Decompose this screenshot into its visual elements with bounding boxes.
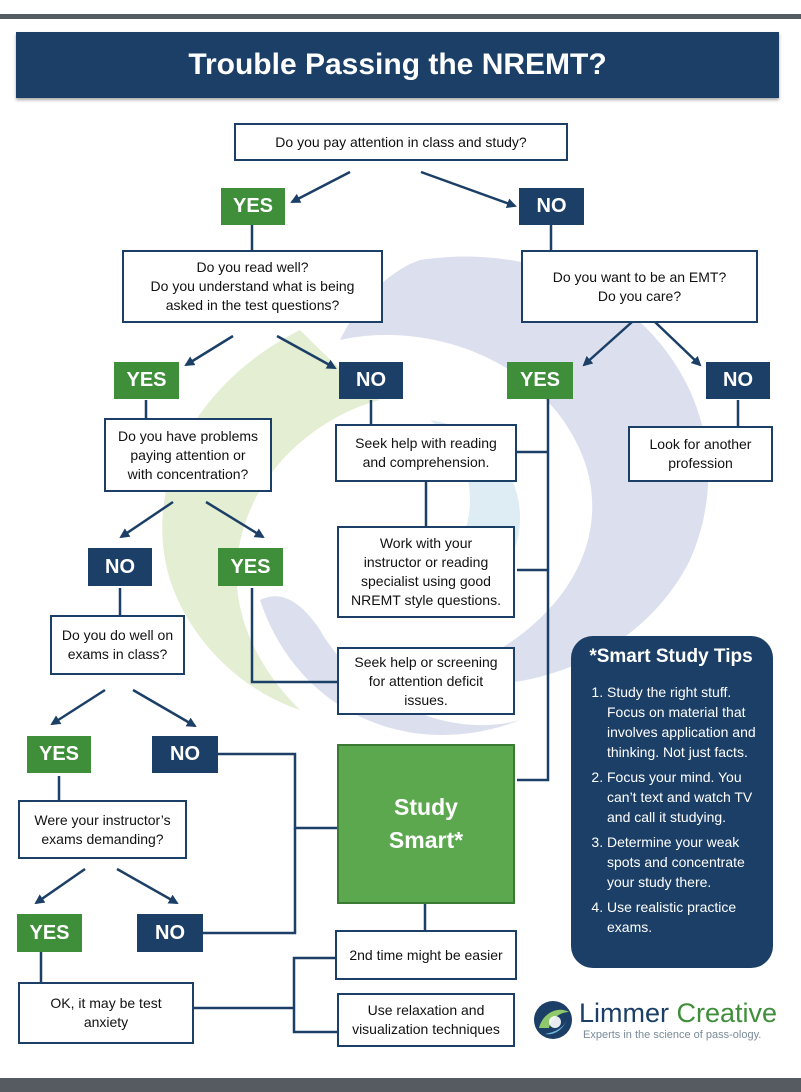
question-want-emt: Do you want to be an EMT? Do you care?: [521, 250, 758, 323]
tips-list: Study the right stuff. Focus on material…: [579, 682, 763, 937]
tips-title: *Smart Study Tips: [589, 646, 753, 667]
action-another-profession: Look for another profession: [628, 426, 773, 482]
logo-name: Limmer Creative: [579, 998, 777, 1029]
logo-swirl-icon: [534, 1001, 572, 1039]
yes-label-read-well: YES: [114, 362, 179, 399]
page-title: Trouble Passing the NREMT?: [16, 32, 779, 98]
action-relaxation: Use relaxation and visualization techniq…: [337, 993, 515, 1047]
action-seek-attention-help: Seek help or screening for attention def…: [337, 647, 515, 715]
yes-label-well-on-exams: YES: [27, 736, 91, 773]
no-label-demanding: NO: [137, 914, 203, 952]
top-border: [0, 0, 801, 19]
bottom-border: [0, 1078, 801, 1092]
yes-label-demanding: YES: [17, 914, 82, 952]
logo-name-limmer: Limmer: [579, 998, 670, 1028]
logo-tagline: Experts in the science of pass-ology.: [583, 1029, 762, 1041]
question-attention-problems: Do you have problems paying attention or…: [104, 418, 272, 492]
study-smart-box: Study Smart*: [337, 744, 515, 904]
no-label-read-well: NO: [339, 362, 403, 399]
tip-item: Study the right stuff. Focus on material…: [607, 682, 763, 762]
action-seek-reading-help: Seek help with reading and comprehension…: [335, 424, 517, 482]
result-test-anxiety: OK, it may be test anxiety: [18, 982, 194, 1044]
limmer-creative-logo: Limmer Creative Experts in the science o…: [531, 998, 791, 1046]
logo-name-creative: Creative: [676, 998, 778, 1028]
no-label-want-emt: NO: [706, 362, 770, 399]
no-label-well-on-exams: NO: [152, 736, 218, 773]
question-instructor-exams: Were your instructor’s exams demanding?: [18, 800, 187, 859]
action-work-with-instructor: Work with your instructor or reading spe…: [337, 526, 515, 618]
no-label-attention: NO: [519, 188, 584, 225]
question-read-well: Do you read well? Do you understand what…: [122, 250, 383, 323]
question-well-on-exams: Do you do well on exams in class?: [50, 615, 185, 675]
smart-study-tips-panel: *Smart Study Tips Study the right stuff.…: [571, 636, 773, 968]
yes-label-want-emt: YES: [507, 362, 573, 399]
no-label-attention-problems: NO: [88, 548, 152, 586]
tip-item: Determine your weak spots and concentrat…: [607, 832, 763, 892]
yes-label-attention-problems: YES: [218, 548, 283, 586]
question-attention-class: Do you pay attention in class and study?: [234, 123, 568, 161]
tip-item: Use realistic practice exams.: [607, 897, 763, 937]
tip-item: Focus your mind. You can’t text and watc…: [607, 767, 763, 827]
action-second-time: 2nd time might be easier: [335, 930, 517, 980]
yes-label-attention: YES: [221, 188, 285, 225]
